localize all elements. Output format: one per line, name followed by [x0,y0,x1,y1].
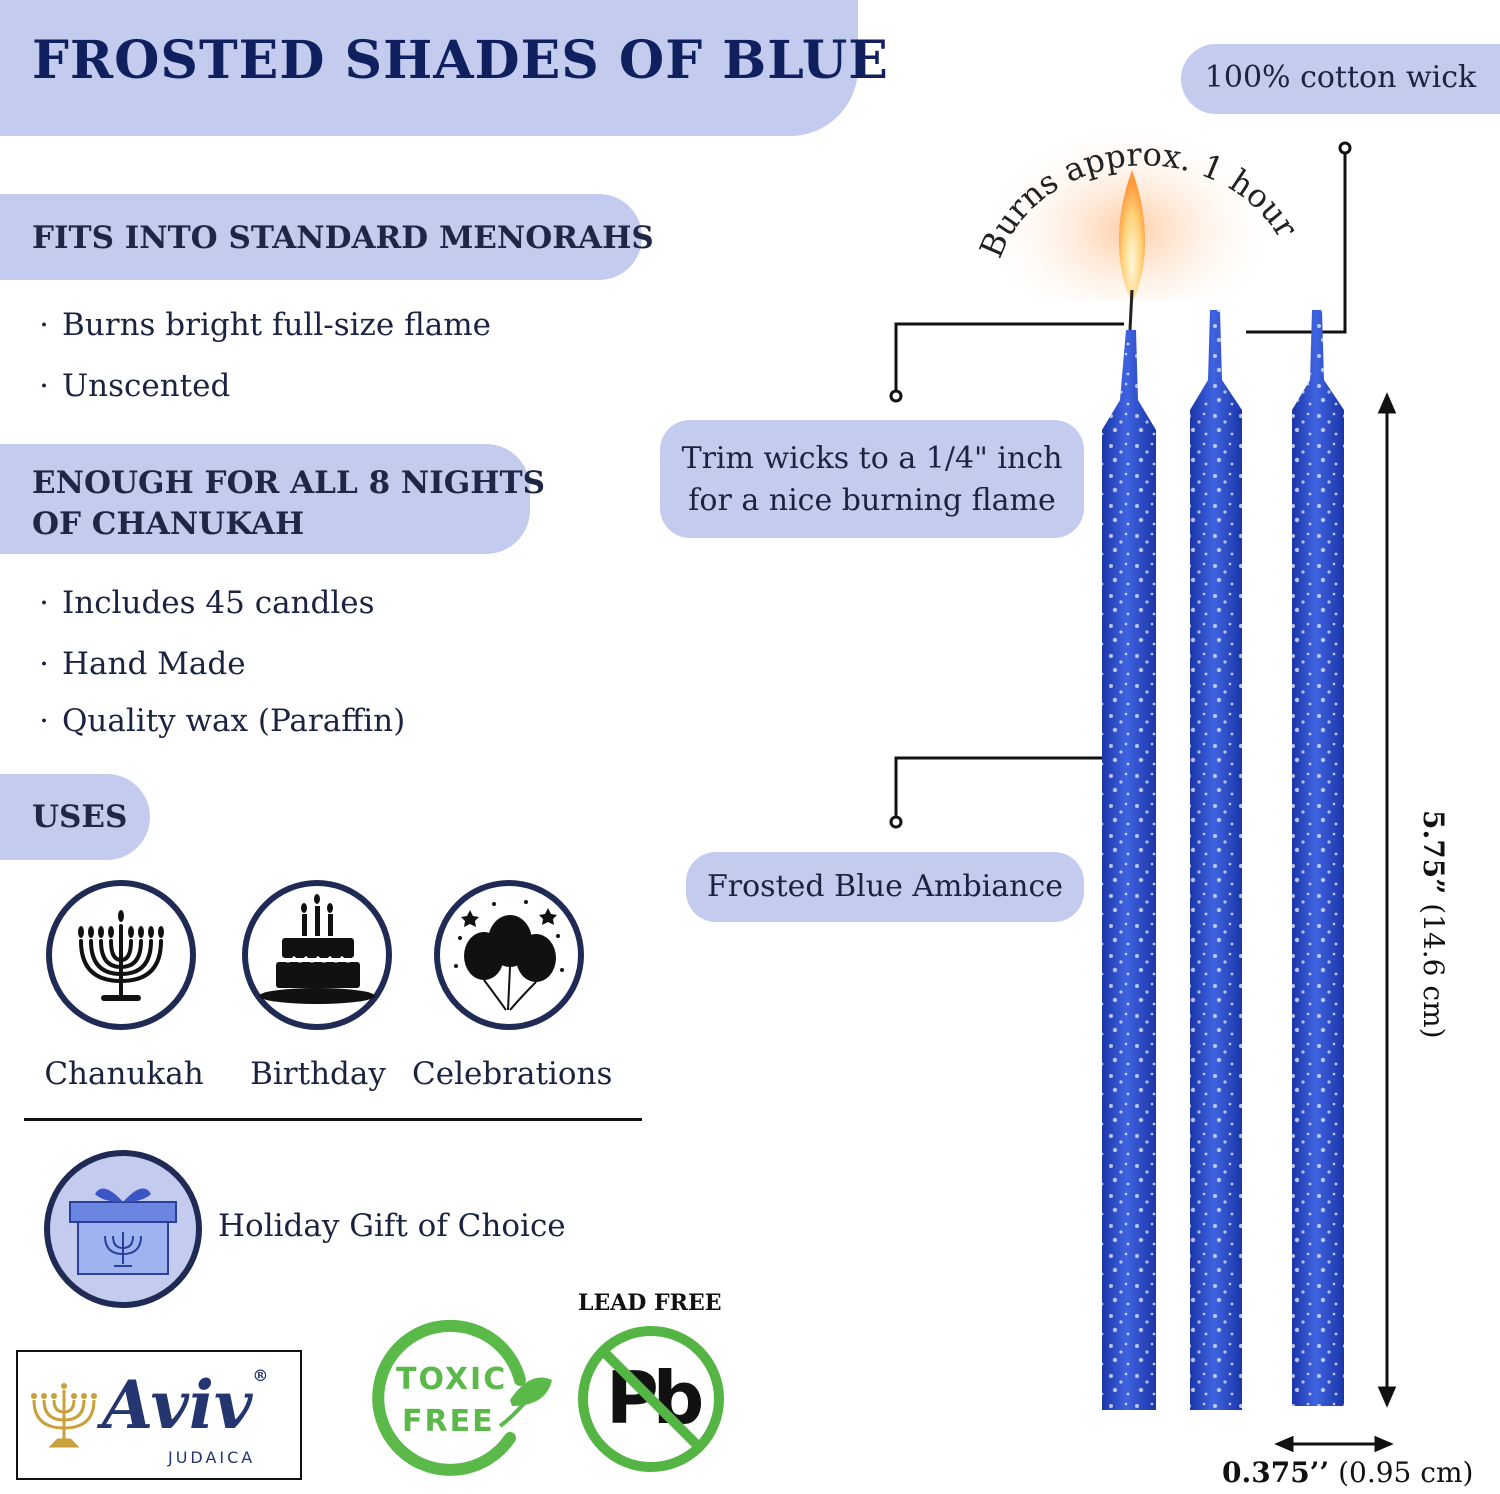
toxic-free-badge: TOXIC FREE [370,1319,552,1480]
balloons-icon [434,880,584,1030]
lead-free-caption: LEAD FREE [578,1290,722,1316]
bullet-item: · Hand Made [36,646,246,682]
bullet-item: · Burns bright full-size flame [36,307,491,343]
candles-illustration [1102,170,1344,1410]
bullet-item: · Unscented [36,368,230,404]
section-heading-enough-line1: ENOUGH FOR ALL 8 NIGHTS [32,465,545,501]
bullet-text: Includes 45 candles [62,585,375,621]
width-value: 0.375’’ [1222,1456,1330,1489]
balloons-svg [454,900,564,1011]
bullet-item: · Quality wax (Paraffin) [36,703,405,739]
brand-logo: Aviv® JUDAICA [16,1350,302,1480]
width-arrow-left [1274,1435,1294,1453]
height-dimension: 5.75” (14.6 cm) [1417,810,1450,1039]
section-divider [24,1118,642,1121]
trim-line-2: for a nice burning flame [688,483,1056,518]
section-heading-fits: FITS INTO STANDARD MENORAHS [32,220,654,256]
height-arrow-bottom [1377,1386,1397,1408]
bullet-text: Hand Made [62,646,246,682]
section-header-enough [0,444,530,554]
use-label-chanukah: Chanukah [44,1056,204,1092]
callout-wick: 100% cotton wick [1181,44,1500,114]
lead-free-badge: Pb [576,1324,726,1474]
bullet-text: Unscented [62,368,231,404]
height-metric: (14.6 cm) [1417,894,1450,1039]
gold-menorah-icon [31,1383,97,1448]
gift-svg [69,1188,177,1275]
page-title: FROSTED SHADES OF BLUE [32,30,889,91]
section-heading-enough-line2: OF CHANUKAH [32,506,305,542]
candle-unlit [1190,310,1242,1410]
title-banner [0,0,858,136]
cake-svg [259,894,375,1004]
section-heading-uses: USES [32,799,128,835]
bullet-dot: · [39,368,49,404]
birthday-cake-icon [242,880,392,1030]
height-arrow-top [1377,392,1397,414]
bullet-dot: · [39,307,49,343]
bullet-dot: · [39,585,49,621]
toxic-label: TOXIC [396,1362,508,1397]
bullet-text: Quality wax (Paraffin) [62,703,406,739]
gift-label: Holiday Gift of Choice [218,1208,566,1244]
wick-leader-dot [1338,141,1352,155]
use-label-birthday: Birthday [250,1056,386,1092]
width-arrow-right [1374,1435,1394,1453]
height-value: 5.75” [1417,810,1450,895]
section-header-fits [0,194,642,280]
bullet-dot: · [39,703,49,739]
free-label: FREE [402,1404,495,1439]
candle-lit [1102,170,1156,1410]
ambiance-leader-dot [889,815,903,829]
candle-unlit [1292,310,1344,1406]
menorah-svg [78,910,164,1001]
bullet-dot: · [39,646,49,682]
section-header-uses [0,774,150,860]
brand-sub: JUDAICA [168,1448,256,1467]
width-dimension: 0.375’’ (0.95 cm) [1222,1456,1473,1489]
gift-box-icon [44,1150,202,1308]
use-label-celebrations: Celebrations [412,1056,613,1092]
bullet-item: · Includes 45 candles [36,585,375,621]
registered-mark: ® [252,1366,269,1385]
callout-trim: Trim wicks to a 1/4" inch for a nice bur… [660,420,1084,538]
brand-name: Aviv® [102,1366,269,1444]
width-metric: (0.95 cm) [1329,1456,1474,1489]
callout-ambiance: Frosted Blue Ambiance [686,852,1084,922]
prohibit-slash-icon [600,1348,702,1450]
flame-icon [1118,170,1146,302]
bullet-text: Burns bright full-size flame [62,307,491,343]
menorah-icon [46,880,196,1030]
trim-line-1: Trim wicks to a 1/4" inch [681,441,1063,476]
trim-leader-dot [889,389,903,403]
toxic-free-ring [372,1319,552,1476]
